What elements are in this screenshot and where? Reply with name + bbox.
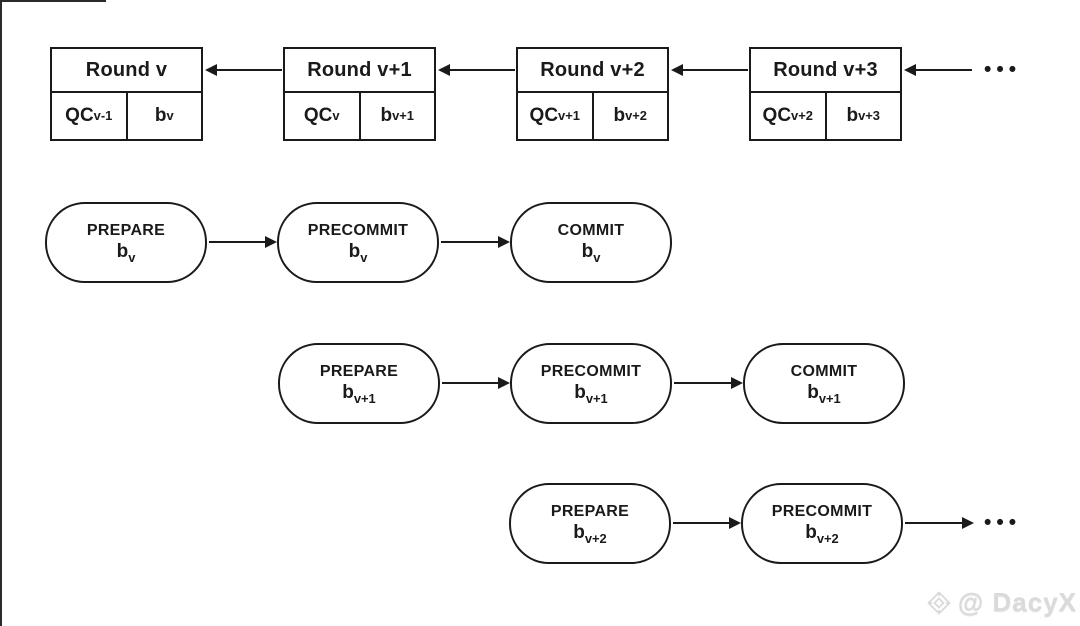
arrow-round-v3-to-v2 — [671, 64, 748, 76]
arrow-prepare-to-precommit-v2 — [673, 517, 741, 529]
arrow-prepare-to-precommit-v — [209, 236, 277, 248]
pill-precommit-v-plus-1: PRECOMMIT bv+1 — [510, 343, 672, 424]
round-title: Round v+1 — [285, 49, 434, 93]
arrow-round-v1-to-v — [205, 64, 282, 76]
pill-prepare-v-plus-2: PREPARE bv+2 — [509, 483, 671, 564]
arrow-round-v2-to-v1 — [438, 64, 515, 76]
pill-commit-v-plus-1: COMMIT bv+1 — [743, 343, 905, 424]
screenshot-left-edge — [0, 0, 2, 626]
phase-ellipsis: ••• — [984, 511, 1022, 534]
pill-precommit-v: PRECOMMIT bv — [277, 202, 439, 283]
arrow-precommit-to-commit-v1 — [674, 377, 743, 389]
arrow-prepare-to-precommit-v1 — [442, 377, 510, 389]
watermark: @ DacyX — [927, 587, 1077, 618]
pill-commit-v: COMMIT bv — [510, 202, 672, 283]
pill-precommit-v-plus-2: PRECOMMIT bv+2 — [741, 483, 903, 564]
diamond-logo-icon — [927, 590, 951, 615]
round-title: Round v+2 — [518, 49, 667, 93]
pill-prepare-v: PREPARE bv — [45, 202, 207, 283]
pill-prepare-v-plus-1: PREPARE bv+1 — [278, 343, 440, 424]
chain-ellipsis: ••• — [984, 58, 1022, 81]
arrow-precommit-to-ellipsis-v2 — [905, 517, 974, 529]
arrow-precommit-to-commit-v — [441, 236, 510, 248]
watermark-handle: @ DacyX — [957, 587, 1077, 617]
round-title: Round v — [52, 49, 201, 93]
screenshot-top-edge — [0, 0, 106, 2]
round-title: Round v+3 — [751, 49, 900, 93]
arrow-ellipsis-to-round-v3 — [904, 64, 972, 76]
